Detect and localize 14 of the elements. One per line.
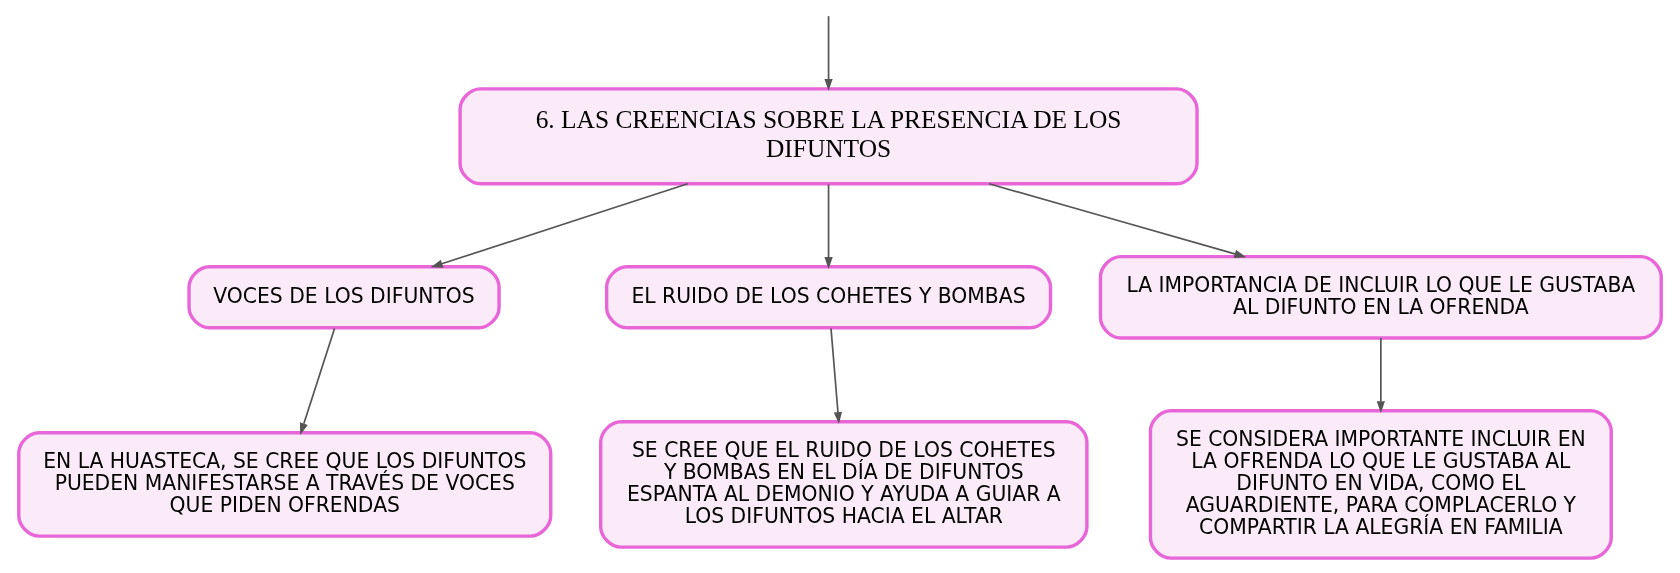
node-box: EL RUIDO DE LOS COHETES Y BOMBAS [604,265,1053,330]
node-box: SE CONSIDERA IMPORTANTE INCLUIR EN LA OFRENDA LO QUE LE GUSTABA AL DIFUNTO EN VIDA, COMO EL AGUARDIENTE, PARA COMPLACERLO Y COMPARTIR LA ALEGRÍA EN FAMILIA [1148,409,1613,560]
node-box: VOCES DE LOS DIFUNTOS [187,265,501,330]
arrow [988,182,1247,258]
node-box: SE CREE QUE EL RUIDO DE LOS COHETES Y BOMBAS EN EL DÍA DE DIFUNTOS ESPANTA AL DEMONIO Y AYUDA A GUIAR A LOS DIFUNTOS HACIA EL ALTAR [599,420,1089,549]
arrow [824,15,833,91]
node-box: LA IMPORTANCIA DE INCLUIR LO QUE LE GUSTABA AL DIFUNTO EN LA OFRENDA [1098,254,1663,340]
arrow [1376,337,1385,413]
node-box: EN LA HUASTECA, SE CREE QUE LOS DIFUNTOS PUEDEN MANIFESTARSE A TRAVÉS DE VOCES QUE PIDEN OFRENDAS [17,431,553,538]
arrow [824,183,833,269]
arrow [299,327,336,435]
node-box: 6. LAS CREENCIAS SOBRE LA PRESENCIA DE LOS DIFUNTOS [458,87,1199,186]
arrow [430,182,689,268]
arrow [830,327,843,424]
